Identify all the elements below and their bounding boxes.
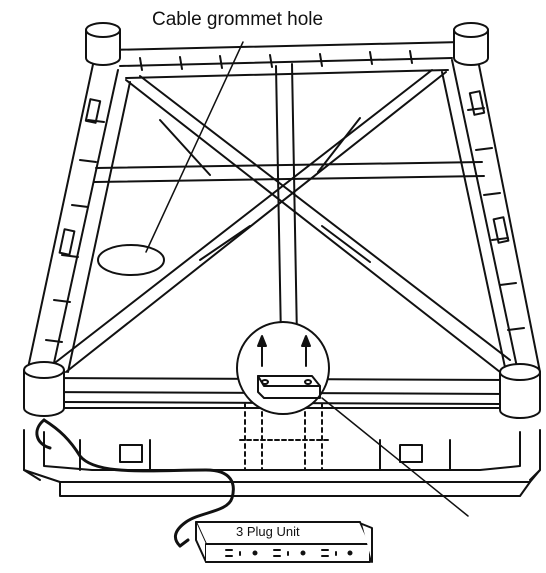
cable-grommet-hole	[97, 244, 165, 276]
base-tray	[23, 403, 541, 497]
grommet-leader-line	[145, 41, 244, 253]
plug-unit	[195, 521, 373, 563]
power-cable	[35, 418, 235, 548]
post-back-right	[453, 22, 489, 66]
post-front-left	[23, 361, 65, 417]
bracket-detail-circle	[236, 321, 330, 415]
post-front-right	[499, 363, 541, 419]
cross-bracing	[55, 63, 511, 395]
corner-posts	[23, 22, 541, 419]
bracket-leader-line	[321, 397, 469, 517]
plug-cord-stub	[178, 538, 190, 548]
post-back-left	[85, 22, 121, 66]
plug-unit-label: 3 Plug Unit	[236, 524, 300, 539]
cable-grommet-label: Cable grommet hole	[152, 9, 324, 30]
